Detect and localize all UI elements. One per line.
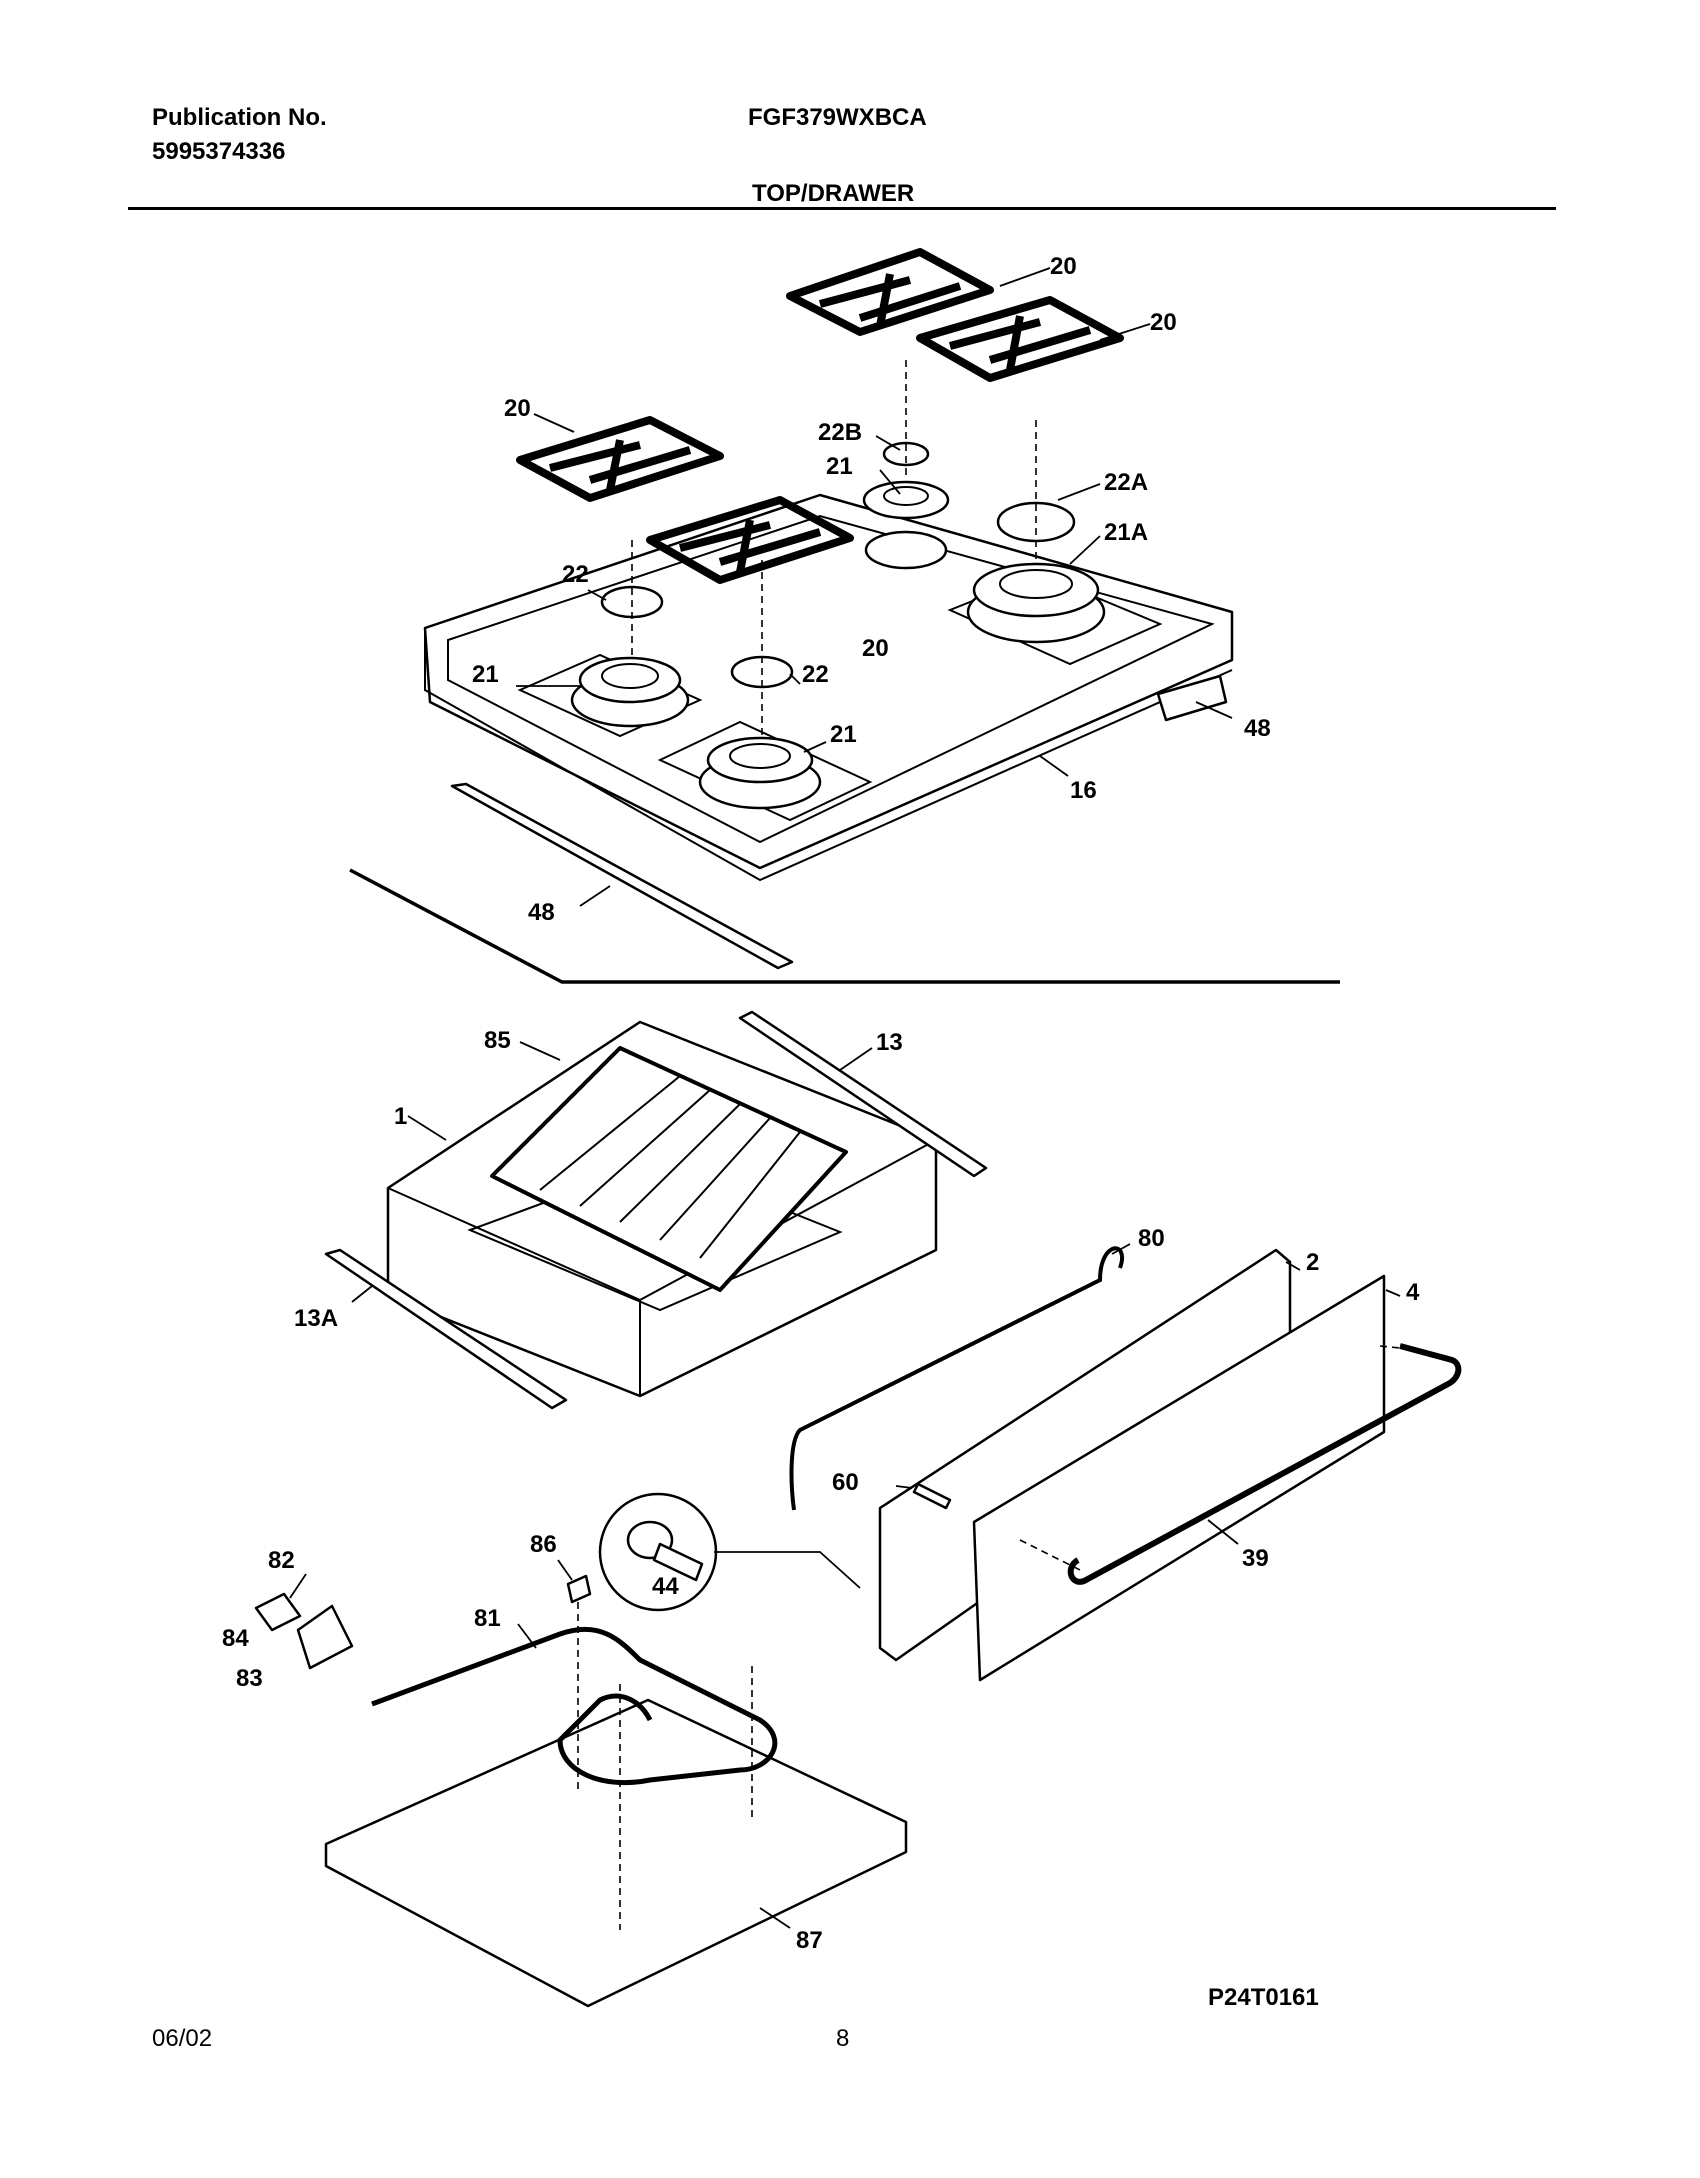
callout-87: 87 <box>796 1927 823 1954</box>
burner-21-rear <box>862 480 950 570</box>
callout-22: 22 <box>802 661 829 688</box>
callout-20: 20 <box>862 635 889 662</box>
callout-1: 1 <box>394 1103 407 1130</box>
drawer-rack <box>490 1046 848 1292</box>
callout-20: 20 <box>1150 309 1177 336</box>
broil-element <box>371 1626 778 1786</box>
drawer-slide-13A <box>324 1248 568 1410</box>
callout-84: 84 <box>222 1625 249 1652</box>
callout-labels: 20 20 20 22B 21 22A 21A 22 20 21 22 21 4… <box>222 253 1420 1954</box>
clip-86 <box>566 1574 592 1604</box>
callout-4: 4 <box>1406 1279 1420 1306</box>
ignitor <box>254 1592 302 1632</box>
callout-83: 83 <box>236 1665 263 1692</box>
callout-86: 86 <box>530 1531 557 1558</box>
callout-82: 82 <box>268 1547 295 1574</box>
grate-rear <box>786 248 994 336</box>
callout-13A: 13A <box>294 1305 338 1332</box>
publication-label: Publication No. <box>152 104 327 131</box>
callout-60: 60 <box>832 1469 859 1496</box>
burner-cap-22B <box>882 441 930 467</box>
drawer-handle <box>1067 1343 1462 1585</box>
callout-22: 22 <box>562 561 589 588</box>
publication-number: 5995374336 <box>152 138 286 165</box>
burner-21-front <box>698 736 822 810</box>
callout-21: 21 <box>826 453 853 480</box>
header-rule <box>128 207 1556 210</box>
trim-strip-right <box>1156 674 1228 722</box>
callout-48: 48 <box>528 899 555 926</box>
callout-20: 20 <box>1050 253 1077 280</box>
callout-39: 39 <box>1242 1545 1269 1572</box>
section-divider <box>349 868 1340 984</box>
callout-80: 80 <box>1138 1225 1165 1252</box>
callout-2: 2 <box>1306 1249 1319 1276</box>
callout-21: 21 <box>830 721 857 748</box>
broiler-pan <box>324 1698 908 2008</box>
cooktop-assembly <box>349 248 1340 984</box>
diagram-id: P24T0161 <box>1208 1984 1319 2011</box>
drawer-assembly <box>254 1010 1462 2008</box>
grate-left <box>516 416 724 502</box>
screw <box>912 1482 952 1510</box>
callout-20: 20 <box>504 395 531 422</box>
callout-85: 85 <box>484 1027 511 1054</box>
model-number: FGF379WXBCA <box>748 104 927 131</box>
page-number: 8 <box>836 2025 850 2052</box>
callout-22B: 22B <box>818 419 862 446</box>
callout-21A: 21A <box>1104 519 1148 546</box>
burner-21A-right <box>966 562 1106 644</box>
grate-right <box>916 296 1124 382</box>
trim-strip-front <box>450 782 794 970</box>
callout-22A: 22A <box>1104 469 1148 496</box>
section-title: TOP/DRAWER <box>752 180 915 207</box>
callout-13: 13 <box>876 1029 903 1056</box>
ignitor-bracket <box>296 1604 354 1670</box>
callout-21: 21 <box>472 661 499 688</box>
callout-81: 81 <box>474 1605 501 1632</box>
grate-center <box>646 496 854 584</box>
leader-lines <box>289 267 1401 1929</box>
callout-48: 48 <box>1244 715 1271 742</box>
drawer-slide-13 <box>738 1010 988 1178</box>
footer-date: 06/02 <box>152 2025 213 2052</box>
callout-44: 44 <box>652 1573 679 1600</box>
burner-21-left <box>570 656 690 728</box>
burner-well-left-rear <box>517 653 703 738</box>
callout-16: 16 <box>1070 777 1097 804</box>
